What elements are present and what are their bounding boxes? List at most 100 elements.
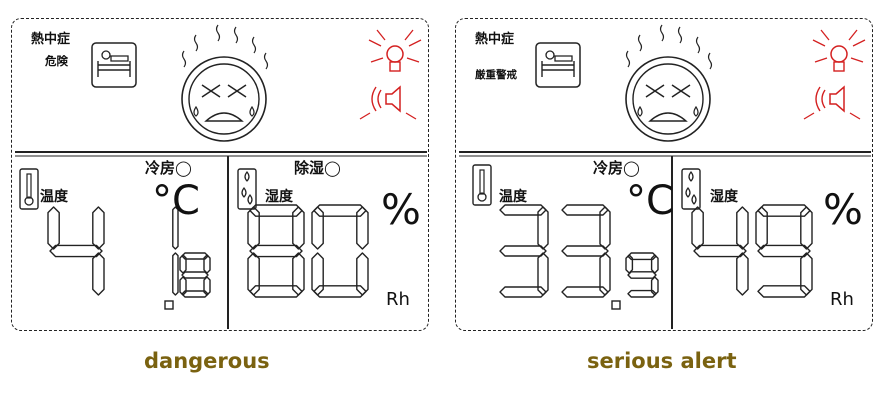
lcd-segment-b: [599, 206, 611, 250]
lightbulb-icon: [368, 29, 422, 72]
heat-wave: [263, 52, 269, 70]
light-ray: [406, 57, 420, 63]
digit-8: [179, 252, 211, 298]
heat-wave: [677, 26, 683, 44]
lcd-segment-g: [757, 244, 811, 258]
lcd-segment-b: [356, 206, 369, 250]
digit-1: [172, 206, 179, 296]
lcd-segment-e: [179, 276, 187, 296]
dehumidify-label: 除湿◯: [294, 159, 341, 177]
lcd-segment-f: [311, 206, 324, 250]
lcd-segment-f: [691, 206, 704, 250]
digit-4: [47, 206, 105, 296]
lcd-segment-g: [181, 271, 209, 279]
humidity-unit: %: [823, 185, 863, 234]
bed-icon: [535, 42, 581, 88]
lcd-segment-b: [800, 206, 813, 250]
lcd-segment-e: [311, 252, 324, 296]
speaker-icon: [803, 85, 861, 120]
humidity-label: 湿度: [265, 189, 293, 205]
lcd-artwork: [459, 24, 871, 329]
humidity-unit: %: [381, 185, 421, 234]
humidity-suffix: Rh: [386, 289, 410, 310]
face-icon: [181, 24, 269, 142]
light-ray: [850, 57, 864, 63]
lightbulb-icon: [812, 29, 866, 72]
heat-wave: [637, 34, 643, 52]
light-ray: [814, 57, 828, 63]
thermometer-icon: [19, 168, 39, 210]
lcd-segment-b: [203, 254, 211, 274]
temperature-unit: °C: [152, 178, 200, 224]
lcd-segment-d: [561, 286, 609, 298]
lcd-segment-b: [92, 206, 105, 250]
lcd-segment-c: [172, 252, 179, 296]
digit-9: [625, 252, 659, 298]
risk-level-label: 厳重警戒: [475, 69, 517, 81]
lcd-panel-dangerous: 熱中症 危険 冷房◯ 温度 °C 除湿◯ 湿度 % Rh: [11, 18, 429, 331]
temperature-label: 温度: [499, 189, 527, 205]
lcd-segment-d: [249, 285, 303, 298]
light-ray: [820, 29, 830, 41]
light-ray: [376, 29, 386, 41]
droplet: [691, 194, 697, 205]
light-ray: [370, 57, 384, 63]
lcd-segment-d: [313, 285, 367, 298]
droplet: [244, 171, 250, 182]
caption-dangerous: dangerous: [144, 349, 270, 373]
heat-wave: [233, 26, 239, 44]
digit-8: [247, 204, 305, 298]
digit-3: [561, 204, 611, 298]
bed-icon: [91, 42, 137, 88]
cooling-label: 冷房◯: [593, 159, 640, 177]
digit-3: [499, 204, 549, 298]
droplet-icon: [237, 168, 257, 210]
digit-0: [311, 204, 369, 298]
thermometer-icon: [472, 164, 492, 206]
heatstroke-label: 熱中症: [475, 32, 515, 47]
speaker-icon: [359, 85, 417, 120]
lcd-segment-d: [627, 289, 657, 298]
light-ray: [404, 29, 414, 41]
droplet: [241, 187, 247, 198]
lcd-segment-f: [247, 206, 260, 250]
lcd-segment-d: [757, 285, 811, 298]
heat-wave: [659, 24, 665, 42]
risk-level-label: 危険: [45, 54, 68, 68]
heat-wave: [193, 34, 199, 52]
light-ray: [848, 29, 858, 41]
lcd-segment-b: [292, 206, 305, 250]
digit-4: [691, 206, 749, 296]
lcd-segment-g: [561, 245, 609, 257]
decimal-point: [611, 300, 621, 310]
lcd-segment-g: [49, 244, 103, 258]
lcd-segment-c: [736, 252, 749, 296]
lcd-segment-d: [181, 290, 209, 298]
lcd-segment-g: [627, 271, 657, 279]
decimal-point: [164, 300, 174, 310]
lcd-segment-b: [736, 206, 749, 250]
heat-wave: [215, 24, 221, 42]
heatstroke-label: 熱中症: [31, 32, 71, 47]
lcd-panel-serious-alert: 熱中症 厳重警戒 冷房◯ 温度 °C 湿度 % Rh: [455, 18, 873, 331]
heat-wave: [707, 52, 713, 70]
light-ray: [812, 39, 826, 47]
lcd-artwork: [15, 24, 427, 329]
heat-wave: [625, 50, 631, 68]
lcd-segment-d: [499, 286, 547, 298]
light-ray: [852, 39, 866, 47]
caption-serious-alert: serious alert: [587, 349, 737, 373]
droplet: [247, 194, 253, 205]
droplet-icon: [681, 168, 701, 210]
face-icon: [625, 24, 713, 142]
light-ray: [368, 39, 382, 47]
lcd-segment-f: [755, 206, 768, 250]
lcd-segment-f: [47, 206, 60, 250]
droplet: [685, 187, 691, 198]
lcd-segment-g: [249, 244, 303, 258]
digit-9: [755, 204, 813, 298]
humidity-suffix: Rh: [830, 289, 854, 310]
heat-wave: [695, 36, 701, 54]
lcd-segment-e: [247, 252, 260, 296]
heat-wave: [251, 36, 257, 54]
